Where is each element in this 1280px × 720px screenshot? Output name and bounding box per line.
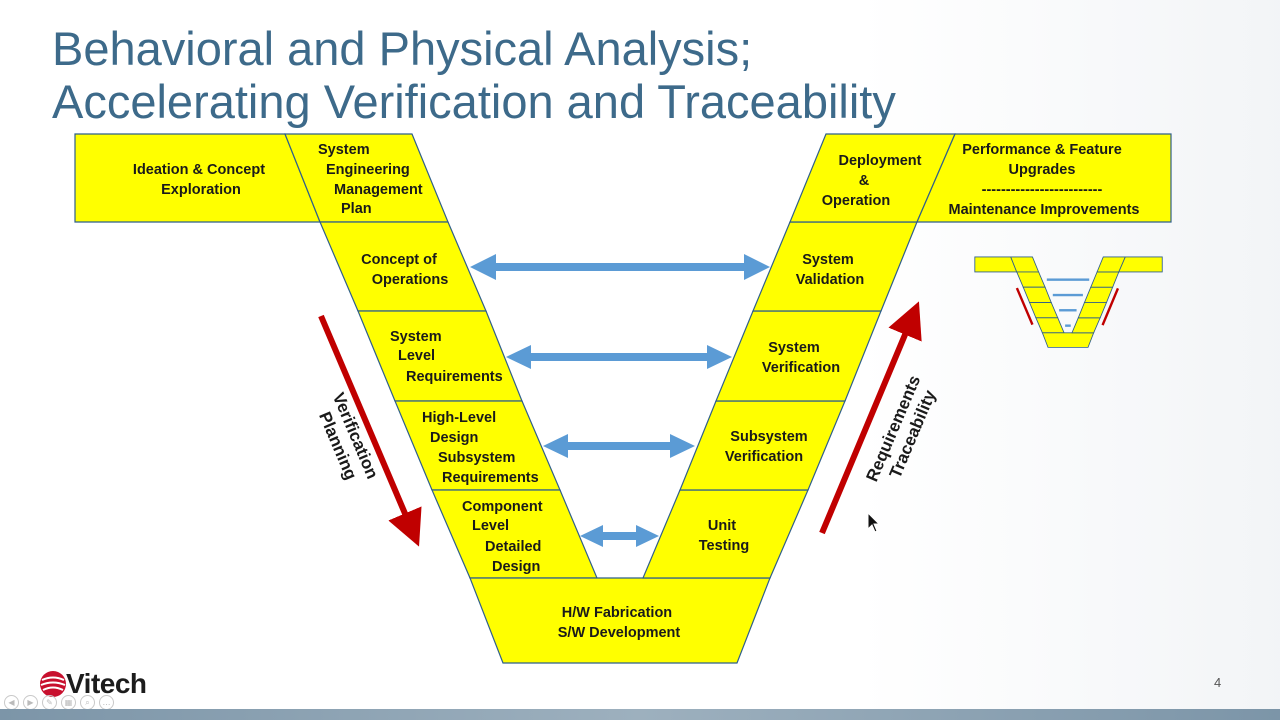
label-component: Component Level Detailed Design [462,499,547,575]
vitech-logo: Vitech [38,666,147,702]
play-icon[interactable]: ▶ [23,695,38,710]
arrow-system-verification [506,345,732,369]
title-line-2: Accelerating Verification and Traceabili… [52,75,896,128]
mouse-cursor-icon [867,512,881,533]
label-semp: System Engineering Management Plan [318,142,427,217]
previous-icon[interactable]: ◀ [4,695,19,710]
zoom-icon[interactable]: ⌕ [80,695,95,710]
label-unit-testing: Unit Testing [699,518,749,554]
page-number: 4 [1214,675,1222,690]
pen-icon[interactable]: ✎ [42,695,57,710]
more-icon[interactable]: … [99,695,114,710]
label-concept-ops: Concept of Operations [361,252,448,288]
slides-icon[interactable]: ▦ [61,695,76,710]
label-requirements-traceability: Requirements Traceability [862,368,944,492]
label-performance: Performance & Feature Upgrades ---------… [949,142,1140,218]
slide-title: Behavioral and Physical Analysis; Accele… [52,22,896,128]
box-unit-testing [642,489,809,579]
box-system-level [357,310,523,402]
arrow-unit-testing [580,525,659,547]
vitech-logo-icon [40,671,66,697]
bottom-bar [0,709,1280,720]
label-system-level: System Level Requirements [390,329,503,385]
title-line-1: Behavioral and Physical Analysis; [52,22,753,75]
requirements-traceability-arrow [819,301,922,535]
label-high-level: High-Level Design Subsystem Requirements [422,410,539,486]
box-subsystem-verification [679,400,846,491]
label-system-validation: System Validation [796,252,865,288]
vitech-logo-text: Vitech [66,668,147,699]
label-system-verification: System Verification [762,340,840,376]
box-ideation [74,133,321,223]
arrow-subsystem-verification [543,434,695,458]
slideshow-controls: ◀ ▶ ✎ ▦ ⌕ … [4,695,114,710]
label-bottom: H/W Fabrication S/W Development [558,605,681,641]
verification-planning-arrow [318,314,422,547]
mini-vee-thumbnail [974,256,1163,348]
box-system-verification [715,310,882,402]
arrow-validation [470,254,770,280]
label-deployment: Deployment & Operation [822,153,926,209]
box-performance [916,133,1172,223]
label-subsystem-verification: Subsystem Verification [725,429,812,465]
label-ideation: Ideation & Concept Exploration [133,162,269,198]
